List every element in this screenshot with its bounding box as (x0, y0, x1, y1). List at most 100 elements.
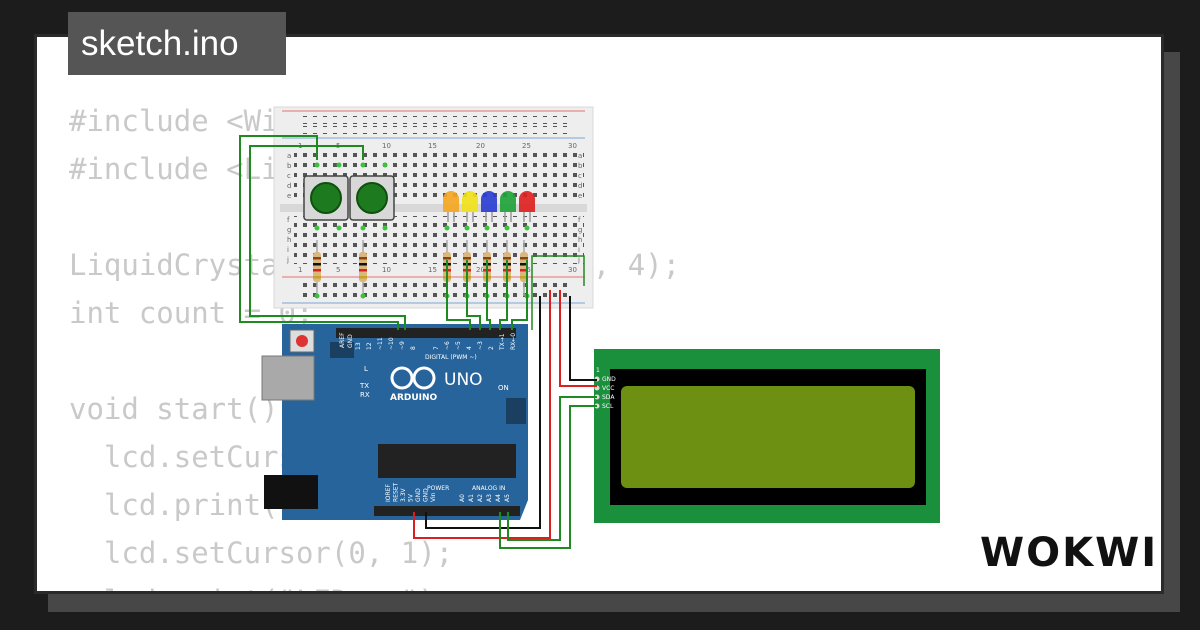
breadboard-row-letter: d (578, 182, 582, 190)
yellow-led[interactable] (462, 191, 478, 222)
wires (239, 135, 597, 549)
tx-led-label: TX (359, 382, 369, 390)
push-button-1[interactable] (303, 175, 349, 221)
push-button-2[interactable] (349, 175, 395, 221)
breadboard-row-letter: c (287, 172, 291, 180)
analog-pin-label: A4 (495, 494, 502, 502)
power-pin-label: 5V (408, 493, 415, 502)
digital-pin-label: ~11 (377, 337, 384, 350)
arduino-uno-board[interactable]: UNO ARDUINO DIGITAL (PWM ~) ON L TX RX P… (261, 324, 528, 520)
breadboard-row-letter: i (578, 246, 580, 254)
breadboard-col-number: 20 (476, 266, 485, 274)
board-model: UNO (444, 370, 483, 390)
arduino-infinity-icon (390, 366, 436, 390)
breadboard-row-letter: g (578, 226, 582, 234)
wokwi-wordmark: WOKWI (980, 530, 1158, 576)
breadboard-row-letter: h (578, 236, 582, 244)
breadboard-row-letter: h (287, 236, 291, 244)
breadboard-row-letter: f (287, 216, 290, 224)
breadboard-row-letter: a (287, 152, 291, 160)
breadboard-col-number: 30 (568, 266, 577, 274)
board-brand: ARDUINO (390, 393, 438, 403)
on-led-label: ON (498, 384, 509, 392)
power-pin-label: IOREF (385, 484, 392, 502)
analog-pin-label: A1 (468, 494, 475, 502)
breadboard-row-letter: g (287, 226, 291, 234)
digital-pin-label: ~9 (399, 341, 406, 350)
analog-label: ANALOG IN (472, 485, 505, 492)
breadboard-row-letter: d (287, 182, 291, 190)
power-pin-label: GND (423, 488, 430, 502)
digital-pin-label: RX←0 (510, 333, 517, 350)
reset-button (296, 335, 308, 347)
breadboard-row-letter: a (578, 152, 582, 160)
breadboard-col-number: 5 (336, 266, 340, 274)
breadboard-col-number: 25 (522, 142, 531, 150)
digital-pin-label: ~6 (444, 341, 451, 350)
breadboard-row-letter: j (577, 256, 580, 264)
led-row (443, 191, 535, 222)
resistor[interactable] (313, 240, 321, 296)
breadboard-row-letter: e (287, 192, 291, 200)
digital-pin-label: 4 (466, 346, 473, 350)
breadboard-row-letter: b (287, 162, 292, 170)
digital-pin-label: ~10 (388, 337, 395, 350)
breadboard-row-letter: c (578, 172, 582, 180)
digital-pin-label: ~3 (477, 341, 484, 350)
lcd-pin-index: 1 (596, 367, 600, 374)
gnd-label: GND (347, 334, 354, 348)
breadboard-col-number: 1 (298, 266, 302, 274)
aref-label: AREF (339, 332, 346, 348)
analog-pin-label: A3 (486, 494, 493, 502)
power-pin-label: GND (415, 488, 422, 502)
breadboard-row-letter: e (578, 192, 582, 200)
analog-pin-label: A5 (504, 494, 511, 502)
digital-pin-label: ~5 (455, 341, 462, 350)
digital-pin-label: 12 (366, 342, 373, 350)
breadboard-col-number: 10 (382, 142, 391, 150)
analog-pin-label: A2 (477, 494, 484, 502)
wokwi-logo: WOKWI (978, 524, 1158, 580)
lcd-pin-label: VCC (602, 385, 614, 392)
code-line: lcd.print("LED = "); (69, 577, 680, 591)
l-led-label: L (364, 365, 368, 373)
blue-led[interactable] (481, 191, 497, 222)
breadboard-col-number: 15 (428, 142, 437, 150)
digital-pin-labels: 13 12 ~11 ~10 ~9 8 7 ~6 ~5 4 ~3 2 TX→1 RX←0 (355, 333, 517, 351)
power-pin-label: RESET (393, 482, 400, 502)
rx-led-label: RX (360, 391, 370, 399)
breadboard-col-number: 15 (428, 266, 437, 274)
digital-pin-label: TX→1 (499, 333, 506, 351)
power-pin-label: Vin (430, 492, 437, 502)
green-led[interactable] (500, 191, 516, 222)
analog-pin-label: A0 (459, 494, 466, 502)
resistor[interactable] (359, 240, 367, 296)
file-tab-sketch[interactable]: sketch.ino (68, 12, 286, 75)
digital-pin-label: 2 (488, 346, 495, 350)
digital-label: DIGITAL (PWM ~) (425, 354, 477, 361)
digital-pin-label: 8 (410, 346, 417, 350)
code-line: lcd.setCursor(0, 1); (69, 536, 454, 570)
power-label: POWER (427, 485, 449, 492)
breadboard-row-letter: i (287, 246, 289, 254)
lcd-pin-label: GND (602, 376, 616, 383)
lcd-pin-label: SDA (602, 394, 615, 401)
power-pin-label: 3.3V (400, 487, 407, 502)
breadboard-row-letter: j (286, 256, 289, 264)
orange-led[interactable] (443, 191, 459, 222)
digital-pin-label: 7 (433, 346, 440, 350)
breadboard-col-number: 20 (476, 142, 485, 150)
digital-pin-label: 13 (355, 342, 362, 350)
red-led[interactable] (519, 191, 535, 222)
breadboard-col-number: 30 (568, 142, 577, 150)
breadboard-col-number: 10 (382, 266, 391, 274)
breadboard-row-letter: b (578, 162, 583, 170)
breadboard-row-letter: f (578, 216, 581, 224)
